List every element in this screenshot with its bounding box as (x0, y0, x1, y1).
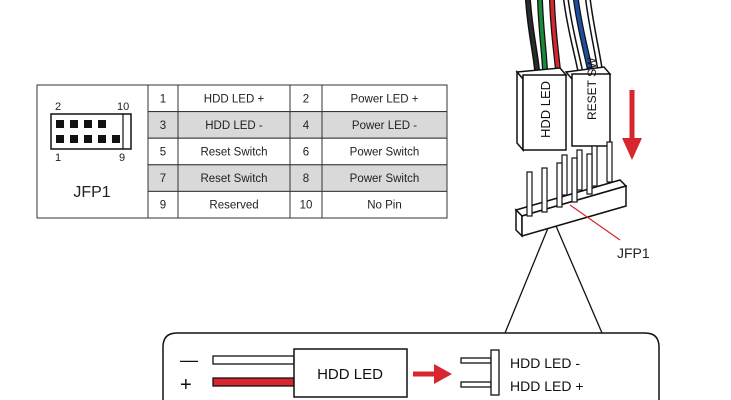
pin-row-background (147, 164, 448, 192)
reset-sw-plug-housing: RESET SW (564, 57, 612, 147)
pin-label-hdd-led-minus: HDD LED - (510, 355, 580, 371)
pin-label: Power LED - (352, 120, 417, 132)
pin-label: No Pin (367, 200, 402, 212)
jfp1-header-label: JFP1 (617, 245, 650, 261)
pin-row: 9 Reserved 10 No Pin (147, 190, 448, 219)
positive-wire (212, 377, 295, 387)
zoom-line-left (504, 227, 549, 334)
pin-label: Reset Switch (200, 147, 267, 159)
pin-number: 8 (303, 173, 309, 185)
pin-number-bottom-right: 9 (119, 152, 125, 164)
pin-number: 6 (303, 147, 309, 159)
header-title: JFP1 (73, 184, 110, 201)
pin-label: HDD LED - (205, 120, 263, 132)
reset-sw-plug-label: RESET SW (585, 57, 599, 120)
hdd-led-plug-label: HDD LED (538, 81, 553, 138)
header-pin-block (50, 113, 132, 150)
pin-label: Power LED + (350, 93, 418, 105)
insert-arrow-icon (622, 90, 642, 160)
pin-number: 5 (160, 147, 166, 159)
wire-bundle (525, 0, 603, 73)
front-panel-connector: HDD LED RESET SW (504, 0, 650, 334)
zoom-line-right (555, 225, 603, 334)
pin-row-background (147, 190, 448, 219)
pin-row-background (147, 84, 448, 113)
motherboard-pin-header: JFP1 (514, 141, 650, 261)
pin-label-hdd-led-plus: HDD LED + (510, 378, 584, 394)
hdd-led-plug-text: HDD LED (317, 366, 383, 383)
pin-row: 7 Reset Switch 8 Power Switch (147, 164, 448, 192)
header-cell (36, 84, 149, 219)
hdd-led-detail-inset: — + HDD LED HDD LED - HDD LED + (162, 332, 660, 400)
pin-label: Reserved (209, 200, 258, 212)
pin-row: 1 HDD LED + 2 Power LED + (147, 84, 448, 113)
pin-number-bottom-left: 1 (55, 152, 61, 164)
pin-number: 3 (160, 120, 166, 132)
pin-number-top-right: 10 (117, 101, 129, 113)
hdd-led-plug (293, 348, 408, 398)
pin-number: 4 (303, 120, 310, 132)
pin-number: 9 (160, 200, 166, 212)
pin-number-top-left: 2 (55, 101, 61, 113)
pin-number: 7 (160, 173, 166, 185)
minus-sign: — (180, 350, 198, 370)
pin-rows: 1 HDD LED + 2 Power LED + 3 HDD LED - 4 Power L… (147, 84, 448, 219)
pin-number: 2 (303, 93, 309, 105)
pin-number: 10 (300, 200, 313, 212)
header-pins-detail (460, 349, 500, 396)
pin-number: 1 (160, 93, 166, 105)
hdd-led-plug-housing: HDD LED (515, 67, 568, 153)
pin-row-background (147, 111, 448, 139)
pin-label: Power Switch (350, 147, 420, 159)
pin-row-background (147, 137, 448, 166)
pin-row: 3 HDD LED - 4 Power LED - (147, 111, 448, 139)
pin-label: HDD LED + (204, 93, 265, 105)
pin-row: 5 Reset Switch 6 Power Switch (147, 137, 448, 166)
connect-arrow-icon (413, 364, 452, 384)
plus-sign: + (180, 374, 192, 396)
pin-label: Power Switch (350, 173, 420, 185)
negative-wire (212, 355, 295, 365)
pin-table: 2 10 1 9 JFP1 1 HDD LED + 2 Power LED + 3 HDD… (36, 84, 448, 219)
pin-label: Reset Switch (200, 173, 267, 185)
